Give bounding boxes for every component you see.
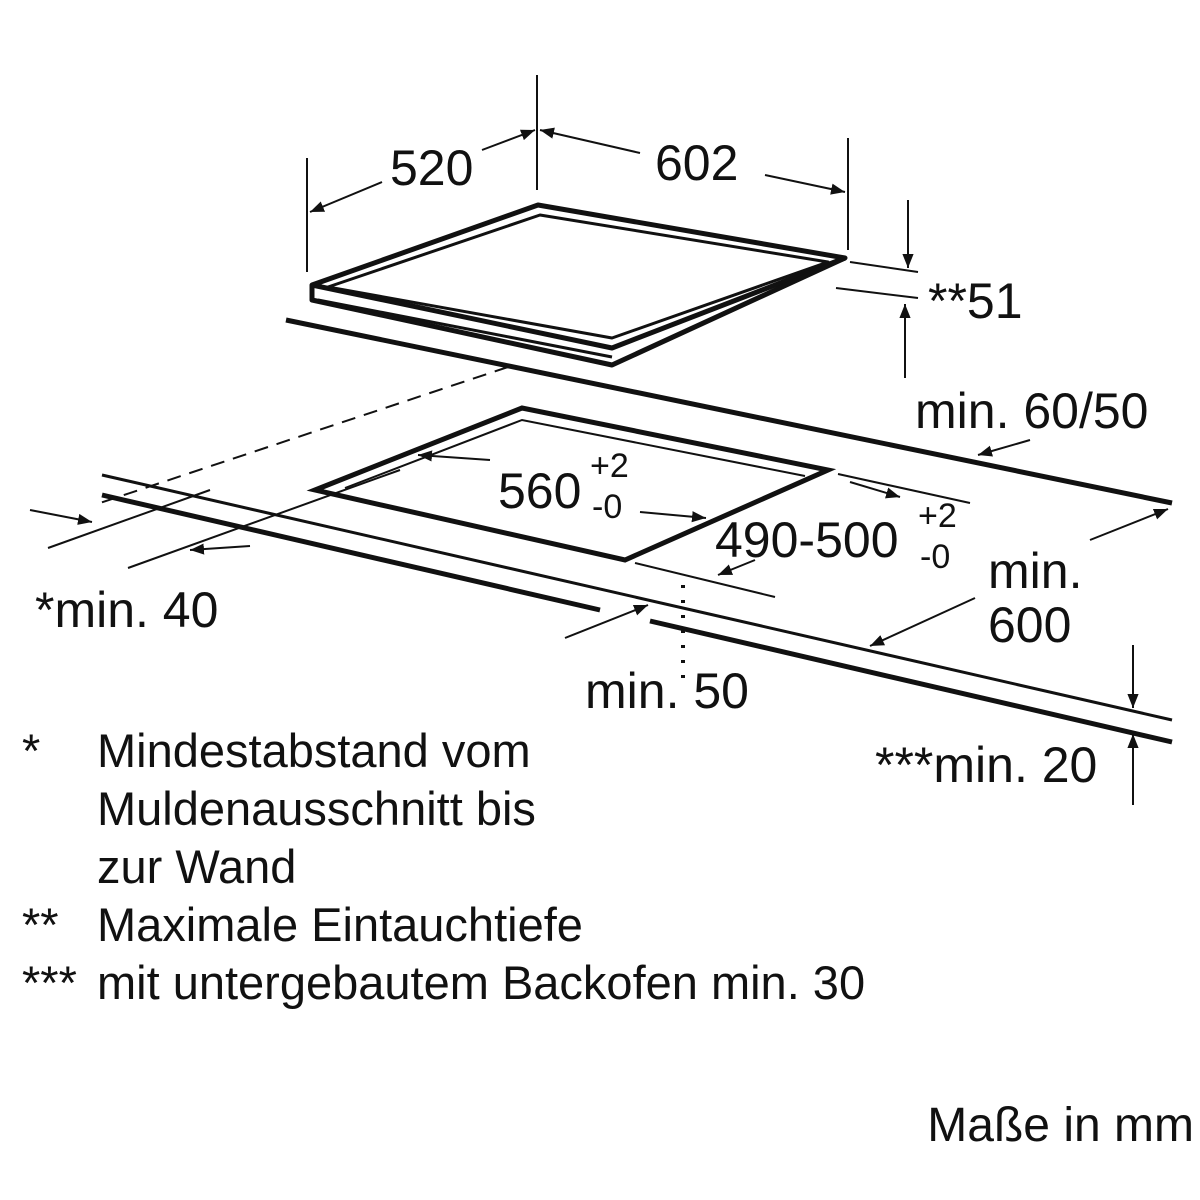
footnote-line: Muldenausschnitt bis	[97, 782, 536, 835]
footnote-text: Maximale Eintauchtiefe	[97, 896, 1022, 954]
hob-drawing	[309, 202, 848, 368]
dimension-labels: 520 602 **51 min. 60/50 560 +2 -0 490-50…	[35, 135, 1148, 793]
label-below-distance: ***min. 20	[875, 737, 1097, 793]
footnote-mark: **	[22, 898, 59, 951]
hob-body-edge	[317, 298, 613, 359]
footnote-3: *** mit untergebautem Backofen min. 30	[22, 954, 1022, 1012]
label-front-distance: min. 50	[585, 663, 749, 719]
label-wall-distance: *min. 40	[35, 582, 218, 638]
worktop-front-bottom-edge-right	[649, 618, 1173, 745]
label-worktop-depth-value: 600	[988, 597, 1071, 653]
label-cutout-width: 560	[498, 463, 581, 519]
hob-glass-top	[309, 202, 848, 351]
label-cutout-depth: 490-500	[715, 512, 899, 568]
label-cutout-width-tol-minus: -0	[592, 488, 622, 526]
label-worktop-thickness: min. 60/50	[915, 383, 1148, 439]
footnote-text: mit untergebautem Backofen min. 30	[97, 954, 1022, 1012]
footnote-line: Mindestabstand vom	[97, 724, 531, 777]
footnote-line: Maximale Eintauchtiefe	[97, 898, 583, 951]
worktop-dashed-edge	[99, 366, 509, 504]
worktop-front-bottom-edge-left	[101, 492, 601, 613]
dimension-lines	[29, 75, 1169, 805]
label-hob-width: 602	[655, 135, 738, 191]
footnote-mark: *	[22, 724, 41, 777]
label-insertion-depth: **51	[928, 273, 1023, 329]
hob-frame-inner	[326, 213, 830, 340]
label-cutout-width-tol-plus: +2	[590, 447, 629, 485]
hob-front-edge	[309, 255, 847, 368]
footnote-mark: ***	[22, 956, 77, 1009]
footnote-line: zur Wand	[97, 840, 297, 893]
label-worktop-depth-min: min.	[988, 543, 1082, 599]
cutout-inner-edge	[344, 418, 806, 489]
footnote-2: ** Maximale Eintauchtiefe	[22, 896, 1022, 954]
worktop-drawing	[99, 317, 1173, 745]
label-cutout-depth-tol-minus: -0	[920, 538, 950, 576]
footnote-line: mit untergebautem Backofen min. 30	[97, 956, 866, 1009]
label-hob-depth: 520	[390, 140, 473, 196]
units-label: Maße in mm	[927, 1099, 1194, 1152]
worktop-front-top-edge	[101, 473, 1173, 722]
worktop-back-edge	[285, 317, 1173, 506]
footnotes: * Mindestabstand vom Muldenausschnitt bi…	[22, 722, 1022, 1012]
footnote-1: * Mindestabstand vom Muldenausschnitt bi…	[22, 722, 1022, 896]
label-cutout-depth-tol-plus: +2	[918, 497, 957, 535]
cutout-outline	[306, 405, 837, 563]
footnote-text: Mindestabstand vom Muldenausschnitt bis …	[97, 722, 1022, 896]
